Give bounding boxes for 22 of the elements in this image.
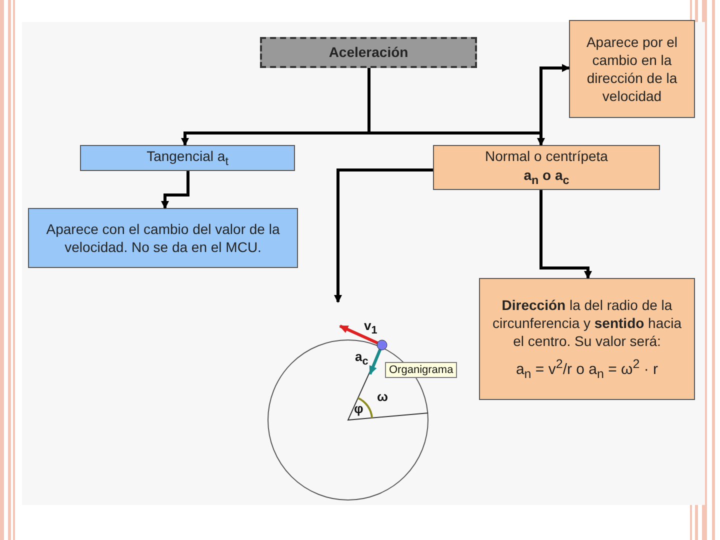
connector-arrow [334, 168, 433, 303]
vector-label: a$_{c}$ [355, 349, 368, 368]
connector-arrow [540, 190, 592, 279]
box-text: Aceleración [328, 43, 408, 62]
concept-box [80, 145, 295, 171]
formula-text: a$_{n}$ o a$_{c}$ [524, 166, 570, 188]
tooltip: Organigrama [385, 362, 458, 378]
box-text: Normal o centrípeta [485, 147, 608, 166]
concept-box [479, 278, 695, 400]
vector-label: v$_{1}$ [364, 318, 378, 337]
box-text: Tangencial a$_{t}$ [146, 147, 228, 169]
concept-box [569, 20, 695, 118]
vector-label: ω [377, 389, 388, 404]
concept-box [260, 37, 477, 68]
formula-text: a$_{n}$ = v$^{2}$/r o a$_{n}$ = ω$^{2}$ · r [516, 356, 658, 382]
box-text: Aparece con el cambio del valor de la velocidad. No se da en el MCU. [45, 220, 281, 256]
vector-label: φ [354, 401, 364, 416]
concept-box [433, 145, 660, 190]
box-text: Dirección la del radio de la circunferencia y sentido hacia el centro. Su valor será: [491, 296, 683, 350]
connector-arrow [161, 171, 190, 209]
concept-box [28, 208, 298, 268]
box-text: Aparece por el cambio en la dirección de la velocidad [585, 32, 679, 106]
